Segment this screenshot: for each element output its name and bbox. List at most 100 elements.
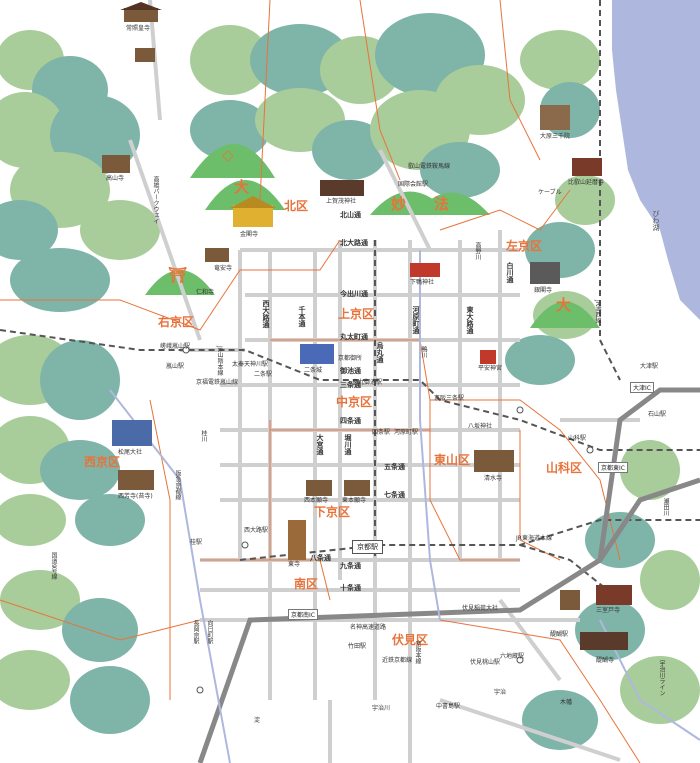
road-imadegawa: 今出川通 <box>340 290 368 298</box>
ward-sakyo: 左京区 <box>506 239 543 253</box>
ward-higashiyama: 東山区 <box>434 453 471 467</box>
landmark-nishi-honganji: 西本願寺 <box>304 497 329 504</box>
road-nishioji: 西大路通 <box>262 300 270 328</box>
place-kohata: 木幡 <box>560 699 573 706</box>
rail-cable: ケーブル <box>538 189 562 196</box>
ward-kita: 北区 <box>284 199 309 213</box>
kyoto-higashi-ic: 京都東IC <box>598 462 628 473</box>
station-nijo: 二条駅 <box>254 371 273 378</box>
station-otsu: 大津駅 <box>640 363 659 370</box>
road-jujo: 十条通 <box>340 584 361 592</box>
landmark-ninnaji: 仁和寺 <box>196 289 215 296</box>
temple-icons <box>102 2 632 650</box>
station-karasuma-oike: 烏丸御池駅 <box>352 379 383 386</box>
bonfire-torii: ⛩ <box>168 266 188 284</box>
road-kitaoji: 北大路通 <box>340 239 368 247</box>
station-kokusai: 国際会館駅 <box>398 181 429 188</box>
landmark-kamigamo: 上賀茂神社 <box>326 198 357 205</box>
highways <box>197 387 700 763</box>
road-higashioji: 東大路通 <box>466 306 474 334</box>
road-omiya: 大宮通 <box>316 434 324 455</box>
rail-eizan: 叡山電鉄鞍馬線 <box>408 163 451 170</box>
rail-sanin: JR山陰本線 <box>216 346 223 376</box>
station-nishioji: 西大路駅 <box>244 527 269 534</box>
rail-keihan: 京阪本線 <box>414 640 421 664</box>
river-seta: 瀬田川 <box>662 498 669 516</box>
landmark-ryoanji: 竜安寺 <box>214 265 233 272</box>
landmark-ohara: 大原三千院 <box>540 133 571 140</box>
station-shijo: 四条駅 <box>372 429 391 436</box>
rail-kintetsu: 近鉄京都線 <box>382 657 413 664</box>
landmark-yasaka: 八坂神社 <box>468 423 493 430</box>
ward-fushimi: 伏見区 <box>392 633 429 647</box>
station-ishiyama: 石山駅 <box>648 411 667 418</box>
place-yodo: 淀 <box>254 717 261 724</box>
landmark-kinkakuji: 金閣寺 <box>240 231 259 238</box>
kyoto-minami-ic: 京都南IC <box>288 609 318 620</box>
bonfire-circle: ◇ <box>222 146 234 164</box>
station-daigo: 醍醐駅 <box>550 631 569 638</box>
station-sanjo: 京阪三条駅 <box>434 395 465 402</box>
ward-minami: 南区 <box>294 577 319 591</box>
station-katsura: 桂駅 <box>190 539 203 546</box>
bonfire-dai-north: 大 <box>234 178 250 196</box>
river-uji: 宇治川 <box>372 705 391 712</box>
station-mukomachi: 向日町駅 <box>206 620 213 644</box>
road-kitayama: 北山通 <box>340 211 361 219</box>
station-uzumasa: 太秦天神川駅 <box>232 361 269 368</box>
bonfire-mountains <box>145 144 600 328</box>
station-rokujizo: 六地蔵駅 <box>500 653 525 660</box>
place-uji: 宇治 <box>494 689 507 696</box>
ward-kamigyo: 上京区 <box>338 307 375 321</box>
landmark-gosho: 京都御所 <box>338 355 363 362</box>
station-saga: 嵯峨嵐山駅 <box>160 343 191 350</box>
rail-randen: 京福電鉄嵐山線 <box>196 379 239 386</box>
landmark-saihoji: 西芳寺(苔寺) <box>118 493 153 500</box>
road-kawaramachi: 河原町通 <box>412 306 420 334</box>
road-horikawa: 堀川通 <box>344 434 352 455</box>
ward-nakagyo: 中京区 <box>336 395 373 409</box>
bonfire-myo: 妙 <box>391 195 407 213</box>
road-senbon: 千本通 <box>298 306 306 327</box>
station-takeda: 竹田駅 <box>348 643 367 650</box>
road-gojo: 五条通 <box>384 463 405 471</box>
river-katsura: 桂川 <box>200 430 207 442</box>
landmark-toji: 東寺 <box>288 561 301 568</box>
road-oike: 御池通 <box>340 367 361 375</box>
otsu-ic: 大津IC <box>630 382 654 393</box>
ward-yamashina: 山科区 <box>546 461 583 475</box>
landmark-fushimi-inari: 伏見稲荷大社 <box>462 605 499 612</box>
road-sanjo: 三条通 <box>340 381 361 389</box>
rail-hankyu: 阪急京都線 <box>174 470 181 500</box>
river-kamo: 鴨川 <box>420 346 427 358</box>
landmark-nijo: 二条城 <box>304 367 323 374</box>
rivers <box>109 250 700 763</box>
road-kokudo9: 国道9号線 <box>50 552 57 580</box>
road-marutamachi: 丸太町通 <box>340 333 368 341</box>
station-kawaramachi: 河原町駅 <box>394 429 419 436</box>
rail-jr-kosei: JR湖西線 <box>594 300 601 324</box>
kyoto-station-box: 京都駅 <box>352 540 383 554</box>
landmark-heian: 平安神宮 <box>478 365 503 372</box>
bonfire-ho: 法 <box>434 195 450 213</box>
station-nagaoka: 長岡京駅 <box>192 620 199 644</box>
landmark-takayamaji: 高山寺 <box>106 175 125 182</box>
road-shichijo: 七条通 <box>384 491 405 499</box>
landmark-jokoji: 常照皇寺 <box>126 25 151 32</box>
landmark-higashi-honganji: 東本願寺 <box>342 497 367 504</box>
road-uji-line: 宇治川ライン <box>658 660 665 696</box>
landmark-ginkakuji: 銀閣寺 <box>534 287 553 294</box>
station-fushimimomoyama: 伏見桃山駅 <box>470 659 501 666</box>
bonfire-dai-east: 大 <box>556 296 572 314</box>
lake-biwa <box>612 0 700 320</box>
landmark-hieizan: 比叡山延暦寺 <box>568 179 605 186</box>
station-arashiyama: 嵐山駅 <box>166 363 185 370</box>
rail-jr-tokaido: JR東海道本線 <box>516 535 552 542</box>
road-hachijo: 八条通 <box>310 554 331 562</box>
river-takano: 高野川 <box>474 242 481 260</box>
station-chushojima: 中書島駅 <box>436 703 461 710</box>
landmark-daigoji: 醍醐寺 <box>596 657 615 664</box>
ward-nishikyo: 西京区 <box>84 455 121 469</box>
